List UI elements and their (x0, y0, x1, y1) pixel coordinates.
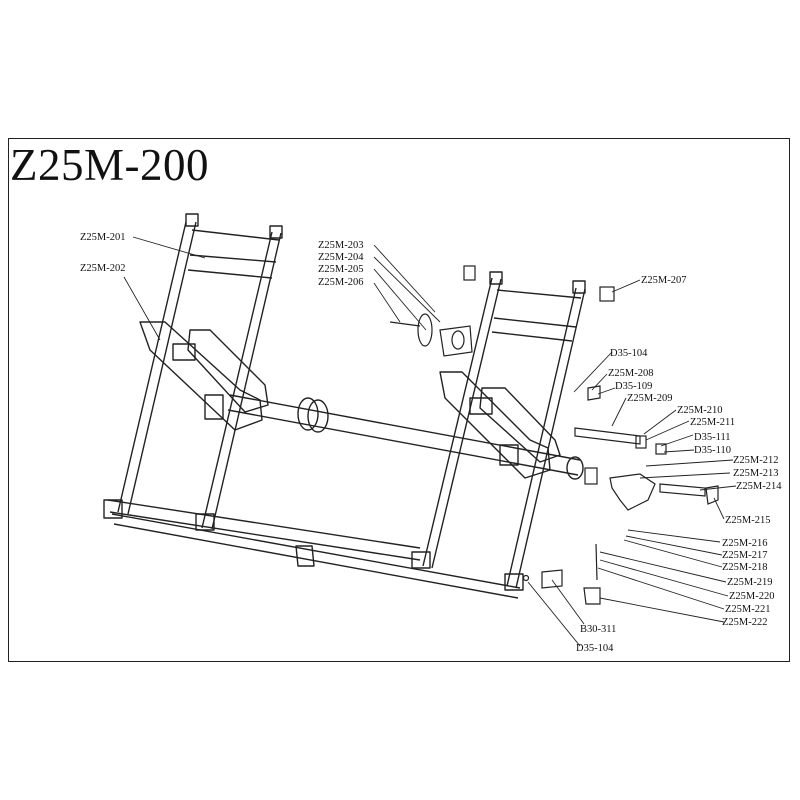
pin-208 (587, 385, 601, 401)
callout-219: Z25M-219 (727, 577, 773, 588)
cap-block-top (463, 265, 476, 281)
shaft-end (566, 456, 584, 480)
assembly-title: Z25M-200 (10, 140, 209, 190)
callout-214: Z25M-214 (736, 481, 782, 492)
callout-207: Z25M-207 (641, 275, 687, 286)
block-222 (583, 587, 601, 605)
bush-211 (635, 435, 647, 449)
callout-D109: D35-109 (615, 381, 652, 392)
left-front-post (201, 231, 282, 530)
callout-220: Z25M-220 (729, 591, 775, 602)
callout-218: Z25M-218 (722, 562, 768, 573)
callout-203: Z25M-203 (318, 240, 364, 251)
bolt-216 (595, 543, 598, 581)
callout-205: Z25M-205 (318, 264, 364, 275)
callout-202: Z25M-202 (80, 263, 126, 274)
bolt-206 (389, 321, 421, 327)
callout-D104a: D35-104 (610, 348, 648, 359)
callout-D104b: D35-104 (576, 643, 614, 654)
callout-204: Z25M-204 (318, 252, 364, 263)
callout-211: Z25M-211 (690, 417, 735, 428)
left-arm-assembly (139, 321, 263, 431)
callout-201: Z25M-201 (80, 232, 126, 243)
cap-block-207 (599, 286, 615, 302)
base-foot-front (504, 573, 524, 591)
callout-D110: D35-110 (694, 445, 731, 456)
pin-D104b (522, 574, 530, 582)
left-top-cap-b (269, 225, 283, 239)
leader-lines (123, 236, 737, 647)
part-callouts: Z25M-201 Z25M-202 Z25M-203 Z25M-204 Z25M… (80, 232, 782, 654)
callout-212: Z25M-212 (733, 455, 779, 466)
callout-216: Z25M-216 (722, 538, 768, 549)
exploded-parts (389, 265, 719, 605)
base-center-bracket (295, 545, 315, 567)
shaft-roller (297, 397, 319, 431)
callout-215: Z25M-215 (725, 515, 771, 526)
left-top-crossbar (187, 229, 280, 279)
left-top-cap-a (185, 213, 199, 227)
callout-D111: D35-111 (694, 432, 731, 443)
right-rear-post (422, 277, 502, 569)
center-shaft (227, 394, 581, 476)
block-215 (705, 485, 719, 505)
base-foot-right (411, 551, 431, 569)
bush-110 (655, 443, 667, 455)
right-top-cap-b (572, 280, 586, 294)
bracket-213 (609, 473, 656, 511)
right-top-cap-a (489, 271, 503, 285)
roller-203 (417, 313, 433, 347)
block-left-212 (584, 467, 598, 485)
housing-204 (439, 325, 473, 357)
callout-210: Z25M-210 (677, 405, 723, 416)
frame-drawing (103, 213, 586, 599)
right-front-post (506, 287, 586, 589)
right-top-crossbar (491, 289, 582, 342)
base-foot-left (103, 499, 123, 519)
diagram-frame (8, 138, 790, 662)
shaft-214 (659, 483, 706, 497)
callout-209: Z25M-209 (627, 393, 673, 404)
callout-206: Z25M-206 (318, 277, 364, 288)
left-rear-post (117, 221, 197, 515)
base-rail-rear (107, 499, 421, 561)
callout-B311: B30-311 (580, 624, 616, 635)
pin-B311 (541, 569, 563, 589)
callout-222: Z25M-222 (722, 617, 768, 628)
callout-208: Z25M-208 (608, 368, 654, 379)
base-rail-front (111, 513, 521, 599)
callout-217: Z25M-217 (722, 550, 768, 561)
callout-221: Z25M-221 (725, 604, 771, 615)
callout-213: Z25M-213 (733, 468, 779, 479)
shaft-209 (574, 427, 641, 445)
base-foot-mid (195, 513, 215, 531)
